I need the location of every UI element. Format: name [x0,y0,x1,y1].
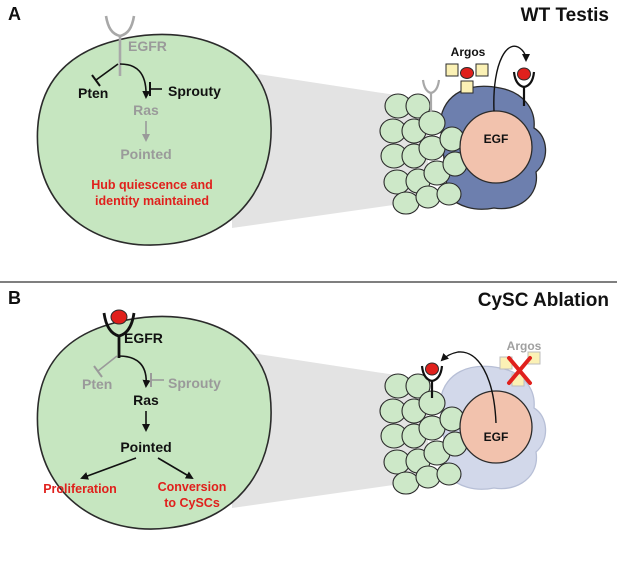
panel-b-projection [232,350,428,508]
panel-a-pten-label: Pten [78,85,108,101]
panel-b-egfr-receptor [102,309,136,358]
panel-a-pointed-label: Pointed [120,146,171,162]
panel-a-argos-molecules [445,63,489,94]
panel-b-pten-inhibit [97,355,118,372]
panel-a-projection [232,70,428,228]
panel-a-argos-label: Argos [451,45,486,59]
panel-b-pten-label: Pten [82,376,112,392]
panel-a-hub-receptor [421,79,441,112]
panel-a-hub-cluster [379,93,468,215]
panel-b-hub-receptor [420,362,444,398]
panel-b-egfr-label: EGFR [124,330,163,346]
panel-b-signal-arrow [118,355,151,388]
panel-b-argos-absent-x-icon [507,356,532,385]
panel-a-outcome-line1: Hub quiescence and [91,178,213,192]
panel-a-outcome-line2: identity maintained [95,194,209,208]
panel-a-hub-cell [36,33,272,246]
panel-a-sprouty-label: Sprouty [168,83,221,99]
panel-a-pten-inhibit [95,63,119,81]
panel-b-hub-cluster [379,373,468,495]
panel-b-outcome-conversion-line2: to CySCs [164,496,220,510]
panel-b-arrow-proliferation [80,457,137,480]
panel-b-outcome-conversion-line1: Conversion [158,480,227,494]
panel-b-letter: B [8,288,21,308]
panel-b-argos-label: Argos [507,339,542,353]
panel-b-pointed-label: Pointed [120,439,171,455]
panel-b-outcome-proliferation: Proliferation [43,482,117,496]
panel-b-ras-label: Ras [133,392,159,408]
panel-b-title: CySC Ablation [478,290,609,311]
panel-b-egf-secretion-arrow [440,351,497,424]
panel-a-egf-nucleus [459,110,533,184]
panel-b-egf-label: EGF [484,430,509,444]
panel-b-argos-molecules [499,351,541,387]
panel-b: B CySC Ablation EGFR Pten Sprouty Ras Po… [8,288,609,530]
panel-a-egfr-receptor [104,15,136,76]
panel-b-sprouty-label: Sprouty [168,375,221,391]
panel-b-arrow-conversion [157,457,194,480]
panel-a-egf-label: EGF [484,132,509,146]
panel-a-egf-secretion-arrow [493,45,530,112]
panel-a-signal-arrow [119,63,151,99]
panel-b-egf-nucleus [459,390,533,464]
panel-a: A WT Testis EGFR Pten Sprouty Ras Pointe… [8,4,609,246]
panel-a-ras-label: Ras [133,102,159,118]
panel-a-egfr-label: EGFR [128,38,167,54]
panel-a-title: WT Testis [521,5,609,26]
panel-b-hub-cell [36,315,272,530]
panel-a-bound-receptor [512,67,536,106]
panel-a-letter: A [8,4,21,24]
